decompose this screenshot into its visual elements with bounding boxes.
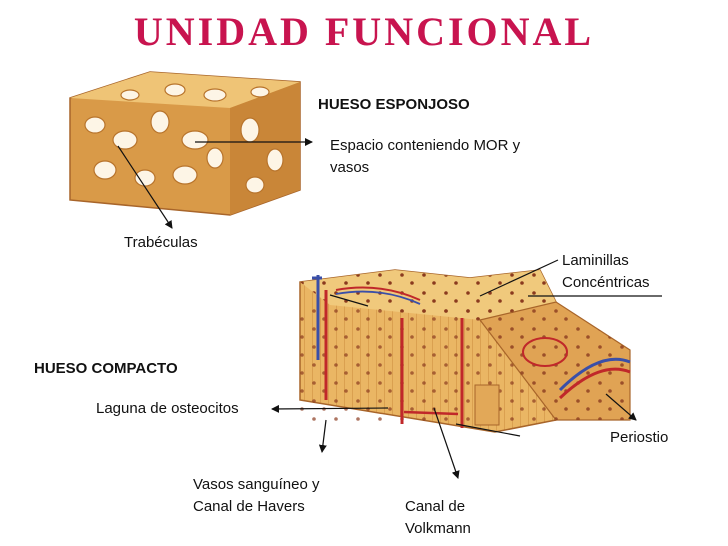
osteocyte-lacuna-label: Laguna de osteocitos (96, 398, 239, 420)
volkmann-canal-label-line1: Canal de (405, 496, 465, 518)
bone-marrow-space-label-line2: vasos (330, 157, 369, 179)
havers-canal-label-line1: Vasos sanguíneo y (193, 474, 319, 496)
compact-bone-heading: HUESO COMPACTO (34, 358, 178, 380)
concentric-lamellae-label-line2: Concéntricas (562, 272, 650, 294)
bone-marrow-space-label-line1: Espacio conteniendo MOR y (330, 135, 520, 157)
concentric-lamellae-label-line1: Laminillas (562, 250, 629, 272)
havers-canal-label-line2: Canal de Havers (193, 496, 305, 518)
spongy-bone-heading: HUESO ESPONJOSO (318, 94, 470, 116)
periosteum-label: Periostio (610, 427, 668, 449)
spongy-bone-illustration (70, 72, 300, 215)
volkmann-canal-label-line2: Volkmann (405, 518, 471, 540)
compact-bone-illustration (300, 270, 630, 432)
trabeculae-label: Trabéculas (124, 232, 198, 254)
